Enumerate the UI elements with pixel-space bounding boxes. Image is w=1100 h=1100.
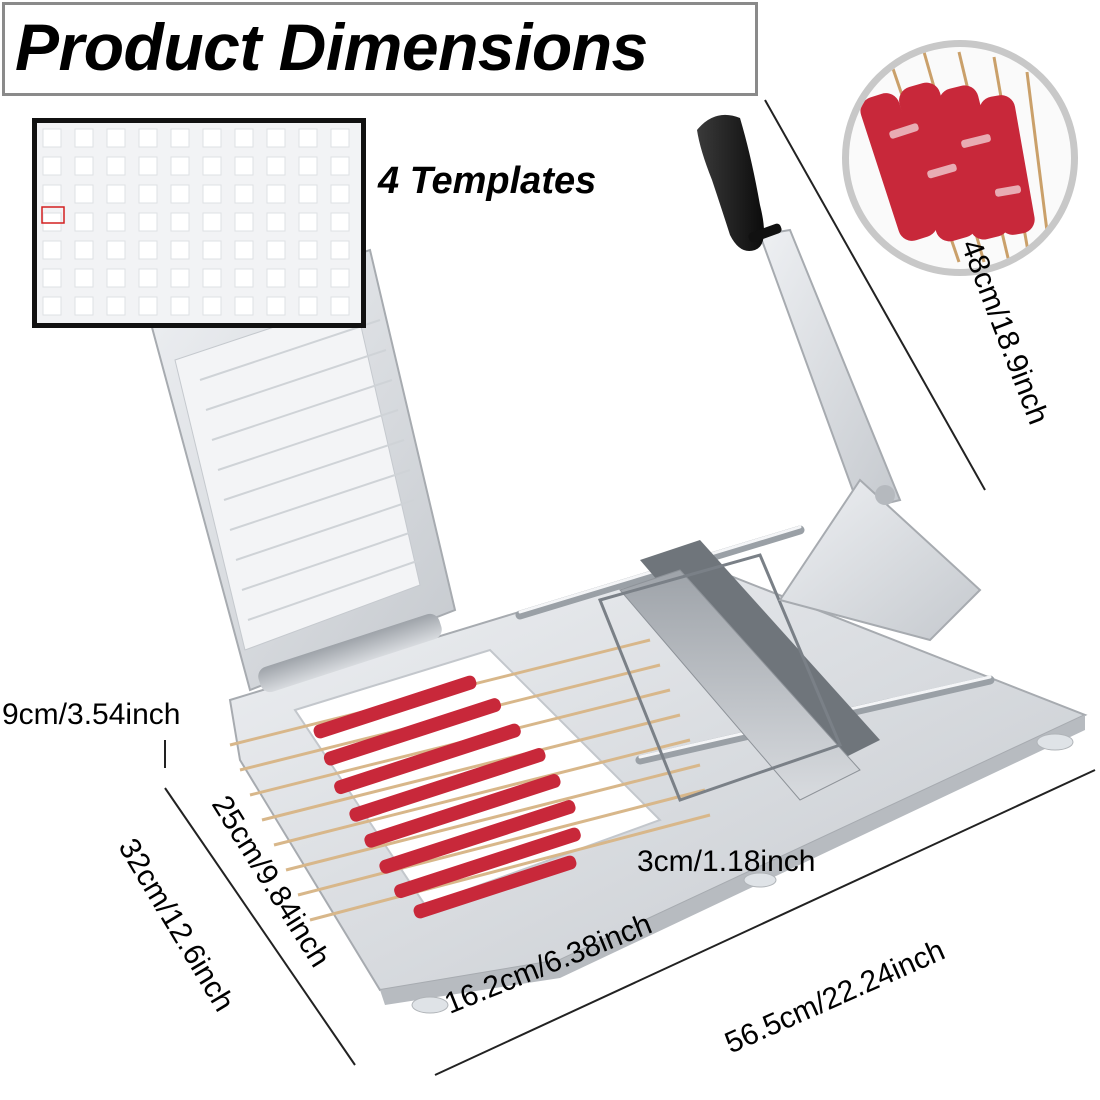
lever-arm: [758, 228, 902, 512]
templates-inset: [32, 118, 366, 328]
blade-comb: [597, 553, 843, 802]
dimension-lines: [164, 99, 1096, 1076]
page-title: Product Dimensions: [15, 10, 648, 84]
dim-blade-height: 9cm/3.54inch: [2, 698, 181, 731]
highlight-cell: [41, 206, 65, 224]
skewer-rows: [229, 638, 711, 922]
skewer-photo-art: [860, 51, 1051, 263]
lever-handle: [697, 114, 764, 251]
lever-support: [778, 478, 982, 642]
hinge: [258, 613, 442, 693]
foot: [1036, 733, 1074, 751]
template-grid: [41, 128, 350, 316]
skewer-photo: [842, 40, 1078, 276]
dim-gap: 3cm/1.18inch: [637, 845, 816, 878]
title-banner: Product Dimensions: [2, 2, 758, 96]
foot: [743, 872, 777, 888]
foot: [411, 996, 449, 1014]
templates-label: 4 Templates: [378, 160, 597, 202]
